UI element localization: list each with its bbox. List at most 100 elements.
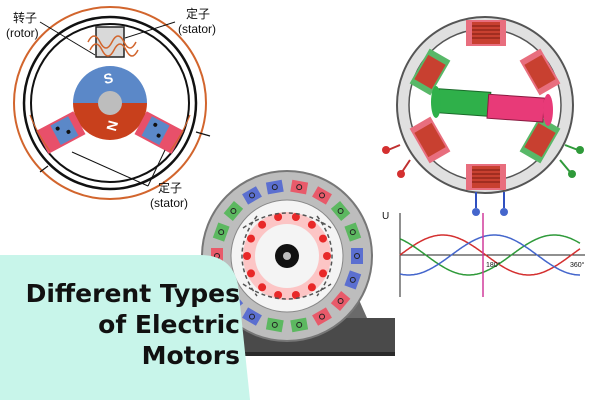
slot-conductor (271, 321, 278, 328)
pole-lower-left (409, 116, 451, 164)
stator-slot (351, 248, 363, 264)
y-axis-label: U (382, 211, 389, 222)
three-phase-waveform: U 180° 360° (382, 211, 585, 297)
rotor-north-half (73, 103, 147, 140)
rotor-conductor (247, 269, 255, 278)
rotor-conductors (243, 213, 331, 299)
stator-top-label-cn: 定子 (186, 6, 210, 21)
left-stator-pole (36, 111, 86, 154)
title: Different Types of Electric Motors (8, 278, 240, 371)
rotor-conductor (258, 220, 267, 229)
rotor-conductor (319, 269, 327, 278)
slot-conductor (354, 253, 360, 259)
three-phase-stator-diagram (382, 16, 584, 216)
rotor-conductor (291, 291, 300, 299)
top-winding (87, 35, 137, 49)
slot-conductor (249, 313, 255, 320)
title-line-3: Motors (141, 341, 240, 370)
phase-blue (399, 234, 580, 276)
top-winding-2 (89, 43, 139, 57)
title-background (0, 255, 250, 400)
pole-top (466, 20, 506, 46)
slot-conductor (230, 208, 237, 214)
slot-conductor (337, 208, 344, 214)
tick-180-label: 180° (486, 261, 501, 269)
pole-s-label: S (102, 70, 114, 88)
terminals (382, 144, 584, 216)
tick-360-label: 360° (570, 261, 585, 269)
stator-bottom-label-en: (stator) (150, 196, 188, 210)
rotor-conductor (247, 234, 255, 243)
rotor-shaft (98, 91, 122, 115)
stator-slot (330, 291, 351, 311)
stator-slot (290, 179, 309, 195)
rotor-conductor (307, 283, 316, 292)
phase-red (399, 234, 581, 276)
slot-conductor (218, 229, 225, 236)
slot-conductor (271, 184, 278, 191)
rotor-end-right (543, 94, 553, 126)
motor-cross-section (201, 170, 395, 356)
stator-slot (330, 201, 351, 221)
slot-conductor (337, 298, 344, 304)
rotor-conductor (243, 252, 251, 260)
stator-slot (290, 317, 309, 333)
right-stator-pole (134, 111, 184, 154)
rotor-conductor (258, 283, 267, 292)
rotor-stator-diagram: S N 转子 (rotor) 定子 (stator) 定子 (stator) (6, 6, 216, 210)
rotor-bar-green (436, 88, 492, 117)
stator-ring-inner (30, 23, 190, 183)
stator-slot (212, 222, 230, 242)
slot-conductor (349, 229, 356, 236)
stator-slot (312, 186, 332, 205)
slot-conductor (296, 184, 303, 191)
rotor-conductor (291, 213, 300, 221)
rotor-label-cn: 转子 (13, 10, 37, 25)
slot-conductor (349, 276, 356, 283)
phase-green (399, 234, 581, 276)
stator-slot (265, 317, 284, 333)
stator-left-leader (71, 151, 149, 187)
stator-slot (265, 179, 284, 195)
pole-upper-right (519, 48, 561, 96)
pole-bottom (466, 164, 506, 190)
rotor-south-half (73, 66, 147, 103)
stator-slot (242, 307, 262, 326)
title-shape (0, 255, 250, 400)
stator-top-label-en: (stator) (178, 22, 216, 36)
stator-slot (344, 222, 362, 242)
stator-slot (242, 186, 262, 205)
stator-ring-outer (22, 15, 198, 191)
rotor-conductor (307, 220, 316, 229)
pole-lower-right (519, 116, 561, 164)
stator-bottom-label-cn: 定子 (158, 180, 182, 195)
direction-arrows (39, 131, 211, 173)
rotor-end-left (431, 86, 441, 118)
outer-ring (13, 6, 207, 200)
stator-slot (312, 307, 332, 326)
stator-right-leader (147, 149, 166, 187)
rotor-conductor (323, 252, 331, 260)
stator-top-leader (124, 21, 176, 39)
rotor-label-en: (rotor) (6, 26, 39, 40)
pole-upper-left (409, 48, 451, 96)
stator-slot (344, 270, 362, 290)
pole-n-label: N (103, 119, 121, 133)
title-line-1: Different Types (25, 279, 240, 308)
rotor-leader (39, 21, 96, 56)
base-shadow (225, 352, 395, 356)
right-winding (169, 114, 191, 152)
title-line-2: of Electric (98, 310, 240, 339)
rotor-conductor (274, 213, 283, 221)
stator-slot (223, 201, 244, 221)
rotor-bar-red (486, 93, 546, 123)
slot-conductor (296, 321, 303, 328)
slot-conductor (319, 192, 325, 199)
left-winding (29, 114, 51, 152)
slot-conductor (319, 313, 325, 320)
rotor-conductor (274, 291, 283, 299)
shaft-center (283, 252, 291, 260)
slot-conductor (249, 192, 255, 199)
rotor-conductor (319, 234, 327, 243)
